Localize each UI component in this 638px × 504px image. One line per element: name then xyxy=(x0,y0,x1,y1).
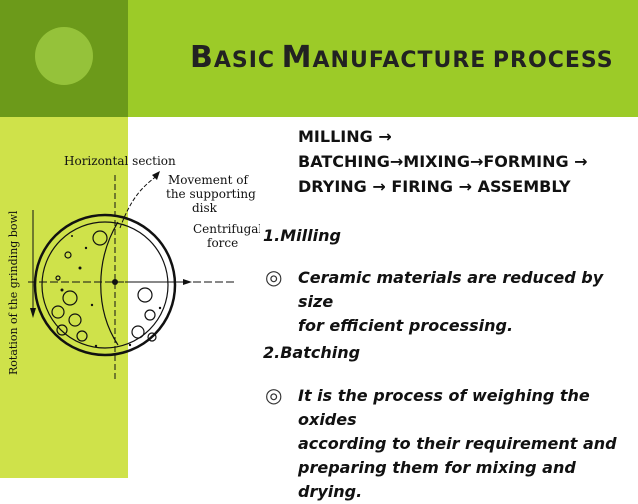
process-flow: MILLING → BATCHING→MIXING→FORMING → DRYI… xyxy=(298,124,588,199)
title-rest-3: process xyxy=(492,48,614,73)
inner-bowl xyxy=(41,221,169,349)
milling-heading: 1.Milling xyxy=(263,226,341,245)
milling-text-line-1: Ceramic materials are reduced by size xyxy=(298,268,604,311)
movement-label-2: the supporting xyxy=(166,187,256,201)
header-band xyxy=(128,0,638,117)
batching-text: It is the process of weighing the oxides… xyxy=(298,384,618,504)
batching-bullet-icon: ◎ xyxy=(265,383,283,407)
flow-line-1: MILLING → xyxy=(298,127,392,146)
movement-arrowhead xyxy=(152,171,160,180)
rotation-label: Rotation of the grinding bowl xyxy=(7,210,20,375)
title-cap-1: B xyxy=(190,40,214,75)
milling-bullet-icon: ◎ xyxy=(265,265,283,289)
centrifugal-label-1: Centrifugal xyxy=(193,222,260,236)
left-accent-strip xyxy=(0,117,128,478)
grinding-balls xyxy=(51,230,157,342)
title-rest-2: anufacture xyxy=(312,48,487,73)
batching-text-line-3: preparing them for mixing and drying. xyxy=(298,458,576,501)
milling-text-line-2: for efficient processing. xyxy=(298,316,514,335)
rotation-arrowhead xyxy=(30,308,36,318)
title-rest-1: asic xyxy=(213,48,276,73)
title-cap-2: M xyxy=(281,40,313,75)
ball-mill-diagram: Rotation of the grinding bowl Horizontal… xyxy=(7,154,260,380)
movement-label-3: disk xyxy=(192,201,218,215)
decorative-circle xyxy=(35,27,93,85)
movement-label-1: Movement of xyxy=(168,173,249,187)
horizontal-section-label: Horizontal section xyxy=(64,154,176,168)
flow-line-2: BATCHING→MIXING→FORMING → xyxy=(298,152,588,171)
outer-bowl xyxy=(33,213,177,357)
batching-heading: 2.Batching xyxy=(263,343,361,362)
flow-line-3: DRYING → FIRING → ASSEMBLY xyxy=(298,177,571,196)
batching-text-line-1: It is the process of weighing the oxides xyxy=(298,386,590,429)
milling-text: Ceramic materials are reduced by size fo… xyxy=(298,266,618,338)
centrifugal-arrowhead xyxy=(183,279,192,285)
centrifugal-label-2: force xyxy=(207,236,238,250)
movement-arrow xyxy=(119,174,159,229)
slide-title: Basic Manufacture process xyxy=(190,40,614,75)
powder-dots xyxy=(60,235,162,348)
center-point xyxy=(112,279,118,285)
batching-text-line-2: according to their requirement and xyxy=(298,434,617,453)
supporting-disk xyxy=(100,221,119,346)
